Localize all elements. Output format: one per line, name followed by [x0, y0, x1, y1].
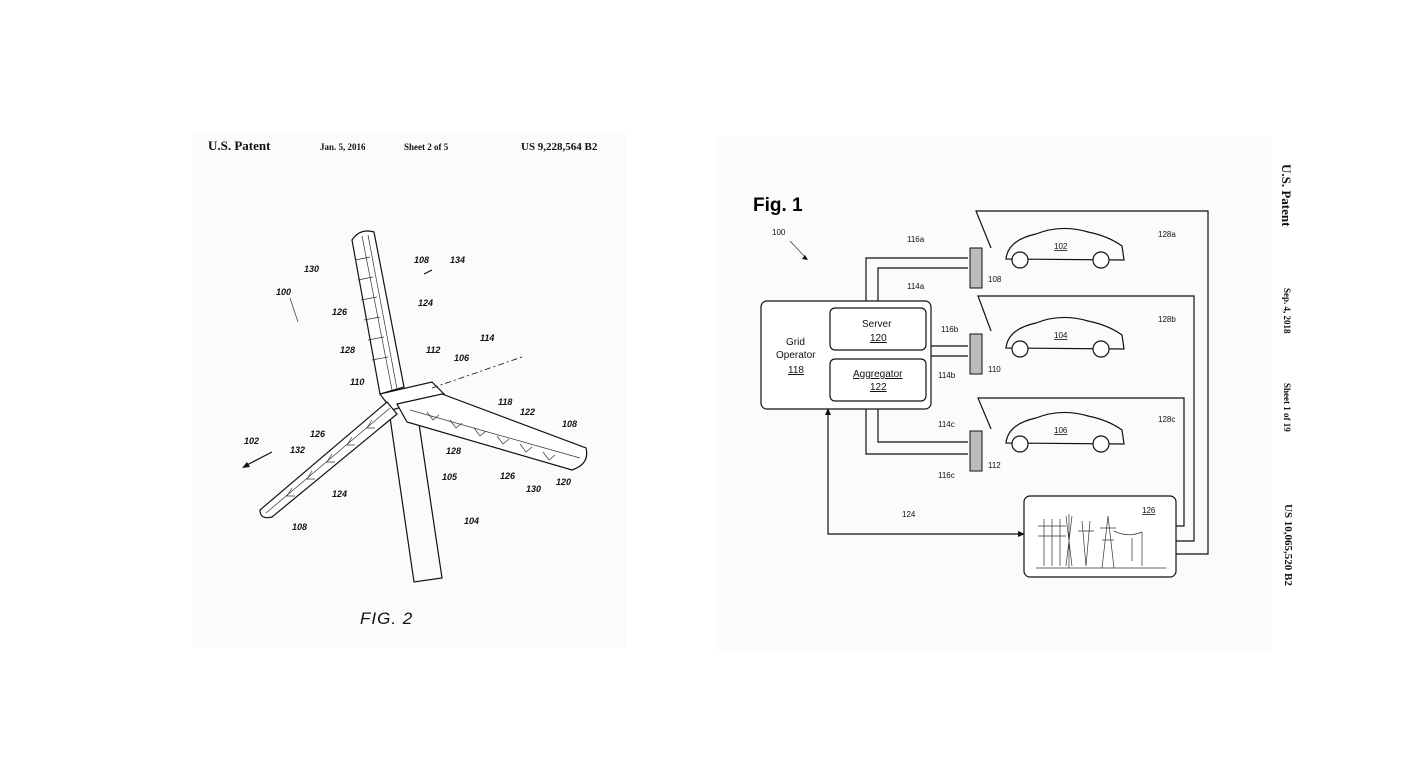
link-116b: 116b — [941, 325, 959, 334]
link-116a: 116a — [907, 235, 925, 244]
ref-106: 106 — [454, 353, 470, 363]
charger-110: 110 — [988, 365, 1001, 374]
server-ref: 120 — [870, 333, 887, 344]
link-128c: 128c — [1158, 415, 1175, 424]
grid-operator-ref: 118 — [788, 365, 804, 376]
patent-title-vertical: U.S. Patent — [1278, 164, 1294, 226]
patent-sheet-left: U.S. Patent Jan. 5, 2016 Sheet 2 of 5 US… — [192, 132, 626, 648]
power-grid-ref: 126 — [1142, 506, 1156, 515]
charger-108: 108 — [988, 275, 1002, 284]
ref-104: 104 — [464, 516, 479, 526]
ref-130-right: 130 — [526, 484, 541, 494]
link-114b: 114b — [938, 371, 956, 380]
ref-112: 112 — [426, 345, 440, 355]
ref-134: 134 — [450, 255, 465, 265]
patent-date-vertical: Sep. 4, 2018 — [1282, 288, 1292, 334]
sheet-number-vertical: Sheet 1 of 19 — [1282, 383, 1292, 432]
aggregator-box — [830, 359, 926, 401]
server-label: Server — [862, 319, 892, 330]
ref-132: 132 — [290, 445, 305, 455]
charger-112: 112 — [988, 461, 1001, 470]
grid-operator-label-2: Operator — [776, 350, 816, 361]
link-114a: 114a — [907, 282, 925, 291]
link-128a: 128a — [1158, 230, 1176, 239]
ref-128-right: 128 — [446, 446, 461, 456]
figure-caption: FIG. 2 — [360, 609, 413, 628]
fig-label: Fig. 1 — [753, 195, 803, 216]
ref-126-right: 126 — [500, 471, 516, 481]
ref-124-upper: 124 — [418, 298, 433, 308]
ref-124-left: 124 — [332, 489, 347, 499]
patent-sheet-right: Fig. 1 100 Grid Operator 118 Server 120 … — [716, 136, 1271, 650]
ref-108-top: 108 — [414, 255, 429, 265]
ev-grid-diagram: Fig. 1 100 Grid Operator 118 Server 120 … — [716, 136, 1271, 650]
vehicle-102: 102 — [1054, 242, 1068, 251]
ref-108-left: 108 — [292, 522, 307, 532]
ref-100: 100 — [276, 287, 291, 297]
ref-126-upper: 126 — [332, 307, 348, 317]
ref-118: 118 — [498, 397, 512, 407]
ref-128-upper: 128 — [340, 345, 355, 355]
ref-105: 105 — [442, 472, 458, 482]
charger-stations — [970, 248, 982, 471]
vehicle-104: 104 — [1054, 331, 1068, 340]
patent-number-vertical: US 10,065,520 B2 — [1282, 504, 1294, 586]
ref-126-left: 126 — [310, 429, 326, 439]
link-116c: 116c — [938, 471, 955, 480]
ref-130: 130 — [304, 264, 319, 274]
link-124: 124 — [902, 510, 916, 519]
ref-120: 120 — [556, 477, 571, 487]
ref-114: 114 — [480, 333, 494, 343]
link-128b: 128b — [1158, 315, 1176, 324]
ref-122: 122 — [520, 407, 535, 417]
ref-110: 110 — [350, 377, 364, 387]
vehicle-shapes — [1006, 228, 1124, 452]
upper-blade-shape — [352, 231, 404, 394]
aggregator-ref: 122 — [870, 382, 887, 393]
grid-operator-label-1: Grid — [786, 337, 805, 348]
system-ref: 100 — [772, 228, 786, 237]
vehicle-106: 106 — [1054, 426, 1068, 435]
ref-102: 102 — [244, 436, 259, 446]
link-114c: 114c — [938, 420, 955, 429]
right-blade-shape — [397, 394, 587, 470]
aggregator-label: Aggregator — [853, 369, 903, 380]
ref-108-right: 108 — [562, 419, 577, 429]
wind-turbine-drawing: 130 108 134 100 126 124 128 112 106 114 … — [192, 132, 626, 648]
